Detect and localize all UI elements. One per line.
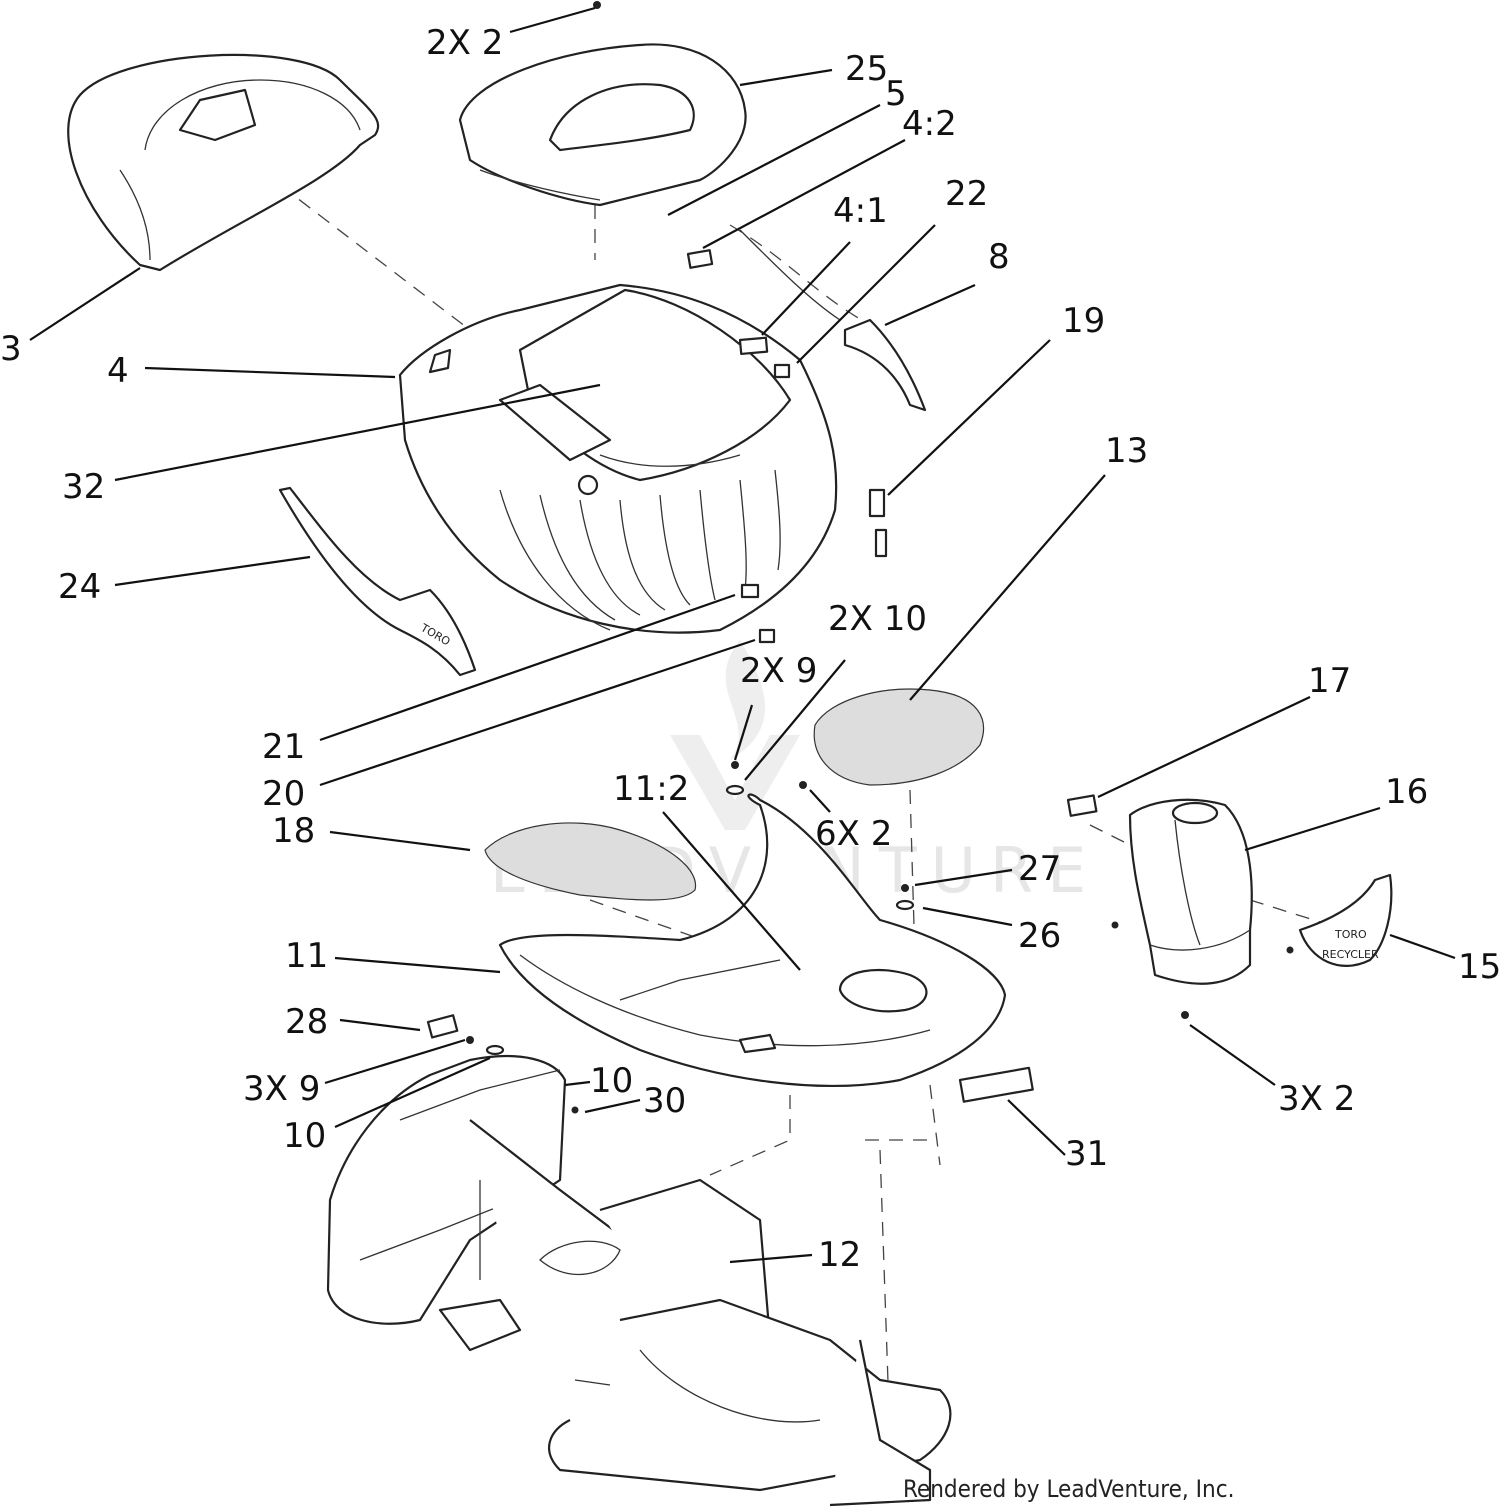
callout-19: 19	[1062, 301, 1105, 341]
callout-4-1: 4:1	[833, 191, 888, 231]
callout-11: 11	[285, 936, 328, 976]
leader-lines	[29, 6, 1456, 1264]
callout-2x-9: 2X 9	[740, 651, 817, 691]
callout-16: 16	[1385, 772, 1428, 812]
fasteners	[466, 1, 1294, 1114]
small-decals	[426, 249, 1098, 1103]
callout-2x-10: 2X 10	[828, 599, 927, 639]
decal-recycler-text: RECYCLER	[1322, 948, 1379, 961]
callout-10-lower: 10	[283, 1116, 326, 1156]
callout-21: 21	[262, 727, 305, 767]
callout-labels: 2X 2 25 5 4:2 4:1 22 8 19 3 4 32 24 13 2…	[0, 23, 1500, 1275]
callout-30: 30	[643, 1081, 686, 1121]
callout-8: 8	[988, 237, 1010, 277]
recycler-decal-part-15: TORO RECYCLER	[1298, 873, 1393, 967]
foot-grate-part-18	[484, 822, 697, 901]
callout-10-upper: 10	[590, 1061, 633, 1101]
callout-6x-2: 6X 2	[815, 814, 892, 854]
callout-20: 20	[262, 774, 305, 814]
callout-15: 15	[1458, 947, 1500, 987]
frame-part-12	[326, 1054, 952, 1507]
callout-3x-2-right: 3X 2	[1278, 1079, 1355, 1119]
callout-24: 24	[58, 567, 101, 607]
callout-25: 25	[845, 49, 888, 89]
foot-grate-part-13	[813, 688, 984, 786]
callout-4-2: 4:2	[902, 104, 957, 144]
seat-part-3	[67, 53, 380, 272]
callout-2x-2-top: 2X 2	[426, 23, 503, 63]
render-credit: Rendered by LeadVenture, Inc.	[903, 1475, 1234, 1503]
side-decal-part-24: TORO	[278, 486, 477, 677]
body-pan-part-11	[498, 793, 1007, 1087]
callout-12: 12	[818, 1235, 861, 1275]
callout-31: 31	[1065, 1134, 1108, 1174]
callout-17: 17	[1308, 661, 1351, 701]
chute-cover-part-16	[1128, 798, 1253, 985]
callout-22: 22	[945, 174, 988, 214]
strip-arc	[739, 229, 841, 321]
callout-4: 4	[107, 351, 129, 391]
callout-28: 28	[285, 1002, 328, 1042]
callout-27: 27	[1018, 849, 1061, 889]
callout-5: 5	[885, 74, 907, 114]
hood-body-part-4	[398, 283, 838, 634]
callout-13: 13	[1105, 431, 1148, 471]
callout-3: 3	[0, 329, 22, 369]
callout-26: 26	[1018, 916, 1061, 956]
callout-3x-9: 3X 9	[243, 1069, 320, 1109]
callout-11-2: 11:2	[613, 769, 689, 809]
hood-cover-part-25	[458, 43, 747, 207]
decal-toro-text-15: TORO	[1334, 928, 1367, 941]
strip-part-8	[843, 318, 927, 412]
callout-18: 18	[272, 811, 315, 851]
callout-32: 32	[62, 467, 105, 507]
